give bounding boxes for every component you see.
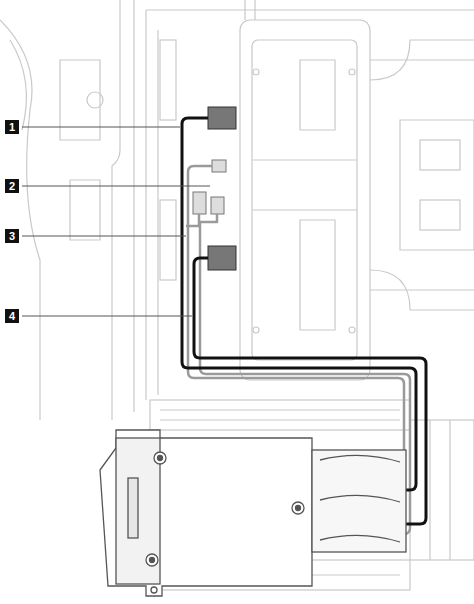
callout-number: 1 — [5, 120, 19, 134]
callout-number: 4 — [5, 309, 19, 323]
callout-number: 3 — [5, 229, 19, 243]
callout-number: 2 — [5, 179, 19, 193]
